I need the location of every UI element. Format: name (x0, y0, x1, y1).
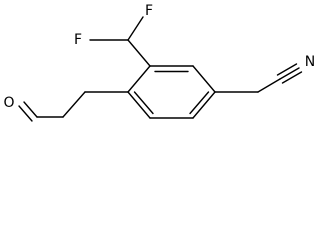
fluorine-top-label: F (145, 3, 153, 19)
ring-double-bond-left (133, 91, 154, 115)
cf2-to-f-top-bond (127, 16, 144, 41)
nitrile-triple-bond-3 (281, 71, 303, 84)
carbonyl-double-bond-b (18, 105, 33, 122)
nitrogen-label: N (305, 54, 315, 70)
oxopropyl-chain: O (3, 91, 129, 122)
molecule-diagram: F F O N (3, 3, 315, 122)
chain-bond-2 (62, 91, 86, 118)
nitrile-triple-bond-1 (279, 67, 300, 80)
cyanomethyl-group: N (214, 54, 315, 93)
oxygen-label: O (3, 95, 14, 111)
ring-bond-2 (192, 65, 216, 93)
ring-bond-5 (127, 91, 151, 119)
ring-bond-6 (127, 65, 151, 93)
ring-double-bond-right (189, 91, 210, 115)
benzene-ring (127, 65, 216, 119)
nitrile-triple-bond-2 (276, 63, 298, 76)
ch2-to-cn-bond (257, 78, 281, 93)
difluoromethyl-group: F F (74, 3, 153, 67)
fluorine-left-label: F (74, 32, 82, 48)
ring-to-cf2-bond (127, 39, 151, 67)
carbonyl-double-bond-a (23, 101, 38, 118)
ring-bond-3 (192, 91, 216, 119)
